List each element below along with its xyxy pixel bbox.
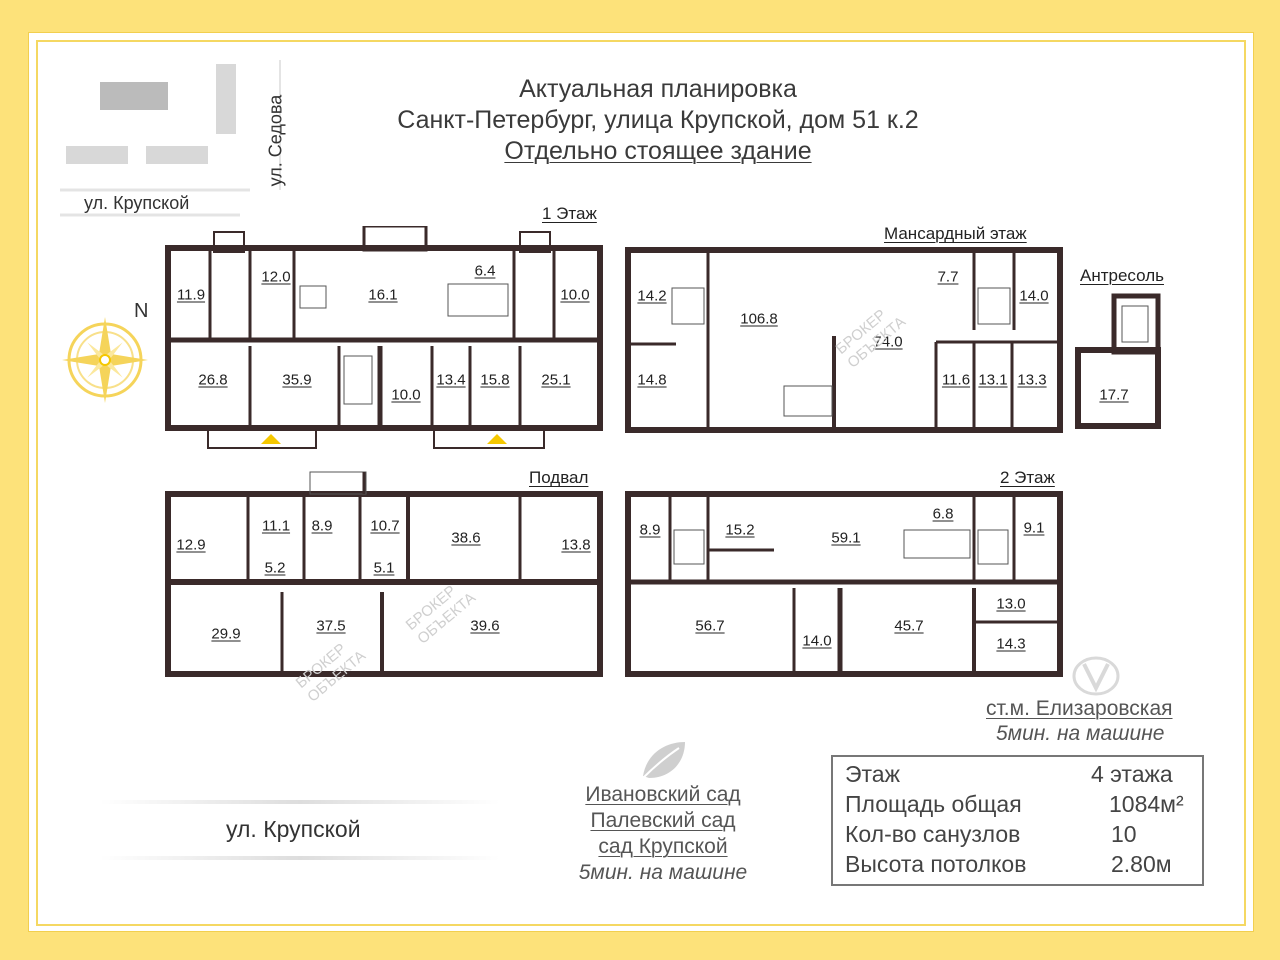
- room-label: 14.3: [996, 635, 1026, 653]
- property-info-box: Этаж 4 этажа Площадь общая 1084м² Кол-во…: [831, 755, 1204, 886]
- room-label: 10.7: [370, 517, 400, 535]
- room-label: 11.6: [941, 371, 971, 389]
- room-label: 6.4: [474, 262, 496, 280]
- info-value-bathrooms: 10: [1111, 821, 1137, 847]
- metro-time: 5мин. на машине: [996, 722, 1165, 745]
- room-label: 13.4: [436, 371, 466, 389]
- mezzanine-floor-label: Антресоль: [1080, 266, 1164, 285]
- room-label: 35.9: [282, 371, 312, 389]
- location-map: [60, 60, 281, 217]
- room-label: 26.8: [198, 371, 228, 389]
- garden-3: сад Крупской: [598, 835, 728, 858]
- room-label: 37.5: [316, 617, 346, 635]
- room-label: 5.1: [373, 559, 395, 577]
- room-label: 13.8: [561, 536, 591, 554]
- room-label: 14.0: [802, 632, 832, 650]
- room-label: 14.2: [637, 287, 667, 305]
- room-label: 13.3: [1017, 371, 1047, 389]
- room-label: 10.0: [560, 286, 590, 304]
- attic-floor-label: Мансардный этаж: [884, 224, 1027, 243]
- room-label: 59.1: [831, 529, 861, 547]
- leaf-icon: [642, 742, 685, 779]
- attic-floor-plan: [625, 247, 1063, 433]
- room-label: 14.0: [1019, 287, 1049, 305]
- floor-2-plan: [625, 491, 1063, 677]
- info-label-area: Площадь общая: [845, 791, 1022, 817]
- title-line-1: Актуальная планировка: [519, 75, 797, 103]
- room-label: 13.1: [978, 371, 1008, 389]
- side-street-label: ул. Седова: [265, 94, 286, 187]
- room-label: 8.9: [639, 521, 661, 539]
- garden-1: Ивановский сад: [585, 783, 741, 806]
- metro-station: ст.м. Елизаровская: [986, 697, 1173, 720]
- mezzanine-floor-plan: [1075, 293, 1161, 429]
- gardens-time: 5мин. на машине: [578, 861, 748, 884]
- top-street-label: ул. Крупской: [84, 193, 190, 213]
- map-building-4: [146, 146, 208, 164]
- info-label-bathrooms: Кол-во санузлов: [845, 821, 1021, 847]
- map-building-1: [100, 82, 168, 110]
- room-label: 6.8: [932, 505, 954, 523]
- room-label: 45.7: [894, 617, 924, 635]
- info-value-area: 1084м²: [1109, 791, 1184, 817]
- info-value-ceiling: 2.80м: [1111, 851, 1172, 877]
- room-label: 5.2: [264, 559, 286, 577]
- room-label: 56.7: [695, 617, 725, 635]
- title-line-3: Отдельно стоящее здание: [300, 137, 1016, 166]
- north-label: N: [134, 300, 149, 322]
- room-label: 16.1: [368, 286, 398, 304]
- bottom-street-label: ул. Крупской: [226, 816, 361, 842]
- room-label: 106.8: [740, 310, 778, 328]
- room-label: 14.8: [637, 371, 667, 389]
- title-line-2: Санкт-Петербург, улица Крупской, дом 51 …: [397, 106, 919, 134]
- room-label: 25.1: [541, 371, 571, 389]
- floor-1-label: 1 Этаж: [542, 204, 597, 223]
- room-label: 7.7: [937, 268, 959, 286]
- room-label: 8.9: [311, 517, 333, 535]
- room-label: 10.0: [391, 386, 421, 404]
- info-label-floors: Этаж: [845, 761, 900, 787]
- room-label: 12.9: [176, 536, 206, 554]
- garden-2: Палевский сад: [590, 809, 736, 832]
- building-type: Отдельно стоящее здание: [504, 137, 812, 165]
- metro-icon: [1072, 656, 1120, 696]
- map-building-2: [216, 64, 236, 134]
- basement-floor-label: Подвал: [529, 468, 589, 487]
- room-label: 13.0: [996, 595, 1026, 613]
- room-label: 15.2: [725, 521, 755, 539]
- room-label: 12.0: [261, 268, 291, 286]
- info-value-floors: 4 этажа: [1091, 761, 1173, 787]
- floor-2-label: 2 Этаж: [1000, 468, 1055, 487]
- room-label: 74.0: [873, 333, 903, 351]
- room-label: 9.1: [1023, 519, 1045, 537]
- room-label: 29.9: [211, 625, 241, 643]
- room-label: 38.6: [451, 529, 481, 547]
- room-label: 15.8: [480, 371, 510, 389]
- compass-icon: [62, 317, 148, 403]
- bottom-street-line-bottom: [100, 856, 500, 860]
- bottom-street-line-top: [100, 800, 500, 804]
- basement-floor-plan: [165, 471, 603, 677]
- room-label: 11.1: [261, 517, 291, 535]
- room-label: 11.9: [176, 286, 206, 304]
- map-building-3: [66, 146, 128, 164]
- room-label: 39.6: [470, 617, 500, 635]
- floor-1-plan: [165, 226, 603, 449]
- room-label: 17.7: [1099, 386, 1129, 404]
- info-label-ceiling: Высота потолков: [845, 851, 1027, 877]
